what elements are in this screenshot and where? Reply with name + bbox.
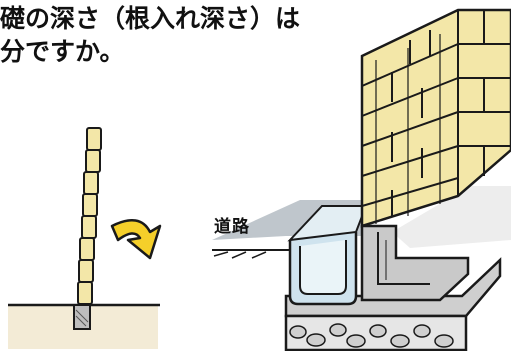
caption-line-2: 分ですか。 xyxy=(0,37,125,66)
leaning-block-stack xyxy=(77,127,102,305)
wall-footing xyxy=(360,224,470,302)
proper-wall-illustration xyxy=(212,8,511,351)
block-wall xyxy=(360,8,511,228)
gravel-stones xyxy=(289,323,454,348)
curved-arrow-icon xyxy=(110,219,162,260)
caption-line-1: 礎の深さ（根入れ深さ）は xyxy=(0,4,301,33)
road-label: 道路 xyxy=(214,217,250,237)
leaning-wall-illustration xyxy=(8,127,160,349)
